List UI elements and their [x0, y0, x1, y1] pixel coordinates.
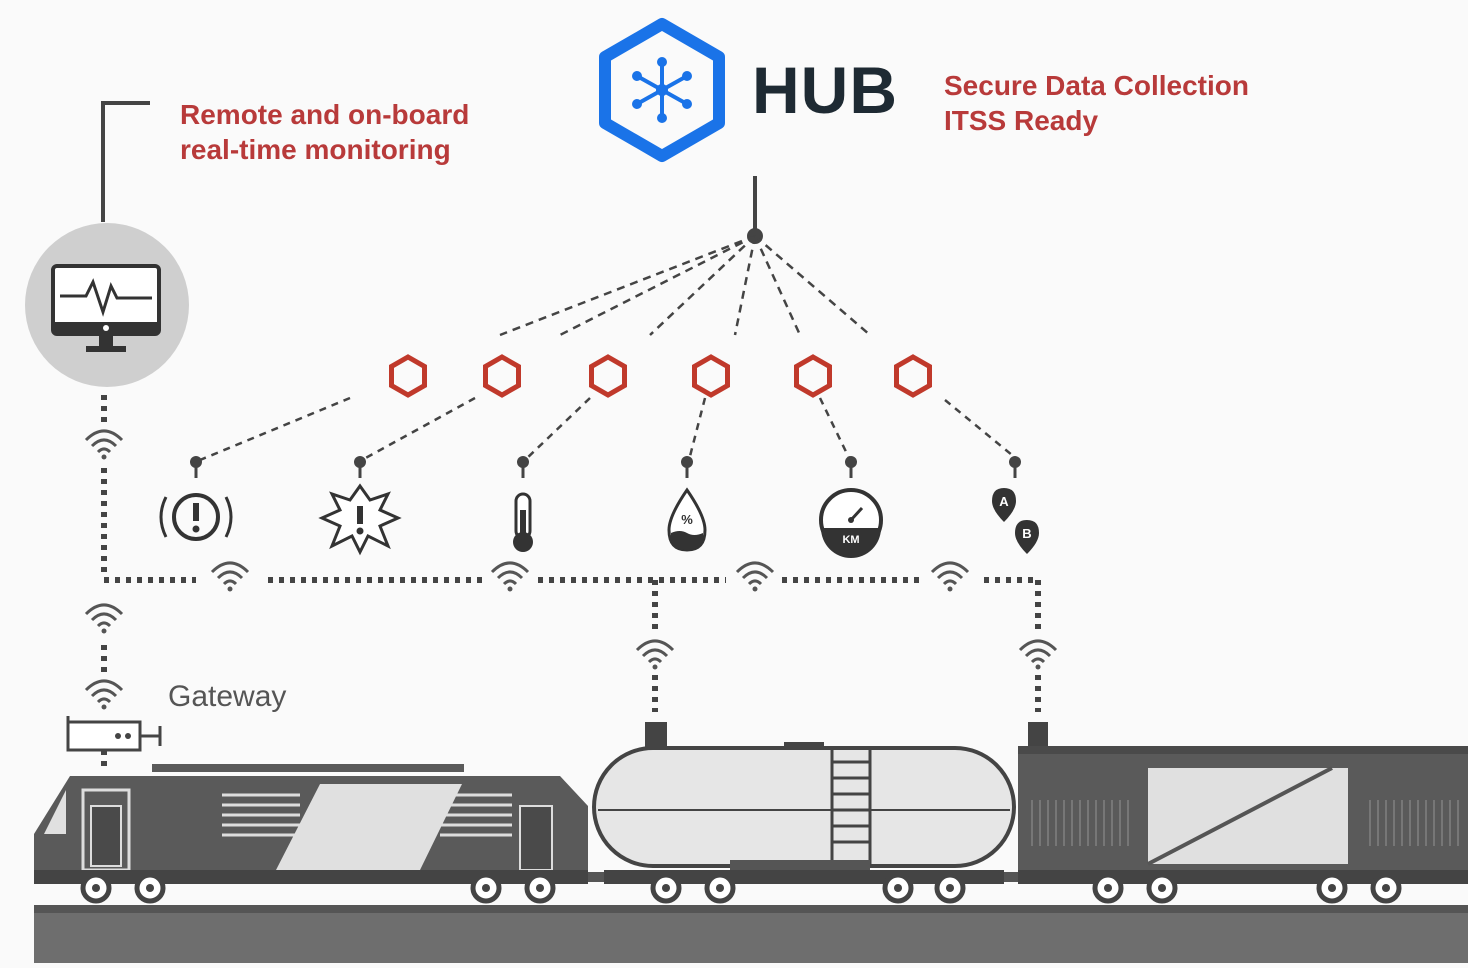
monitoring-line-2: real-time monitoring	[180, 134, 451, 165]
route-a-glyph: A	[999, 494, 1009, 509]
hexagon-node-icon	[695, 357, 728, 395]
sensor-pin	[188, 454, 204, 480]
sensor-pin	[843, 454, 859, 480]
data-node-hexagons	[392, 357, 930, 395]
odometer-glyph: KM	[842, 534, 859, 546]
humidity-drop-icon: %	[667, 487, 707, 552]
route-a-b-icon: A B	[992, 488, 1039, 554]
thermometer-icon	[513, 492, 533, 552]
route-b-glyph: B	[1022, 526, 1031, 541]
wifi-icon	[930, 561, 970, 593]
wireless-bus	[101, 395, 1041, 770]
monitoring-bracket	[101, 101, 150, 222]
tank-wagon	[592, 722, 1016, 901]
box-wagon	[1018, 722, 1468, 901]
sensor-pin	[352, 454, 368, 480]
hexagon-node-icon	[486, 357, 519, 395]
locomotive	[34, 764, 588, 901]
wifi-icon	[210, 561, 250, 593]
sensor-pin	[679, 454, 695, 480]
wifi-icon	[490, 561, 530, 593]
wifi-icon	[84, 679, 124, 711]
hexagon-node-icon	[797, 357, 830, 395]
hub-features: Secure Data Collection ITSS Ready	[944, 68, 1249, 138]
humidity-glyph: %	[681, 512, 693, 527]
monitoring-line-1: Remote and on-board	[180, 99, 470, 130]
hub-feature-secure: Secure Data Collection	[944, 70, 1249, 101]
rail-track	[34, 905, 1468, 963]
hub-feature-itss: ITSS Ready	[944, 105, 1099, 136]
wifi-icon	[84, 429, 124, 461]
gateway-label: Gateway	[168, 680, 287, 713]
hub-logo-icon	[599, 18, 725, 162]
hub-logo-text: HUB	[752, 53, 898, 127]
monitoring-label: Remote and on-board real-time monitoring	[180, 97, 469, 167]
hub-links	[499, 234, 871, 337]
wifi-icon	[1018, 639, 1058, 671]
wifi-icon	[635, 639, 675, 671]
alert-circle-icon	[159, 493, 233, 541]
wifi-icon	[84, 603, 124, 635]
impact-shock-icon	[318, 483, 402, 556]
wifi-icon	[735, 561, 775, 593]
sensor-pin	[1007, 454, 1023, 480]
odometer-icon: KM	[819, 488, 883, 558]
hexagon-node-icon	[392, 357, 425, 395]
hexagon-node-icon	[592, 357, 625, 395]
sensor-pin	[515, 454, 531, 480]
hexagon-node-icon	[897, 357, 930, 395]
monitor-icon	[25, 223, 189, 387]
sensor-links	[199, 396, 1013, 462]
gateway-device-icon	[66, 716, 162, 752]
